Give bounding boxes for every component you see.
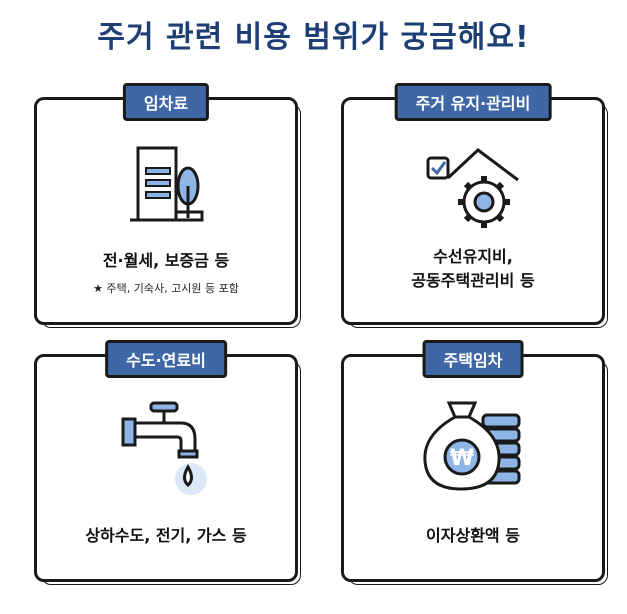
card-rent-sub: ★ 주택, 기숙사, 고시원 등 포함 — [93, 282, 239, 295]
card-rent-main: 전·월세, 보증금 등 — [102, 251, 230, 270]
card-maintenance-main-1: 수선유지비, — [433, 247, 513, 266]
money-bag-icon: ₩ — [423, 401, 521, 491]
svg-text:₩: ₩ — [450, 446, 474, 471]
building-tree-icon — [130, 146, 204, 222]
page-title: 주거 관련 비용 범위가 궁금해요! — [0, 12, 627, 56]
card-housing-loan-tag: 주택임차 — [422, 340, 524, 378]
card-rent-tag: 임차료 — [122, 83, 210, 121]
card-rent: 임차료 전·월세, 보증금 등 ★ 주택, 기숙사, 고시원 등 포함 — [34, 83, 301, 328]
card-utilities-main: 상하수도, 전기, 가스 등 — [85, 526, 247, 545]
title-highlight: 주거 관련 비용 범위 — [97, 20, 361, 55]
title-rest: 가 궁금해요! — [360, 20, 530, 55]
card-maintenance-tag: 주거 유지·관리비 — [394, 83, 552, 121]
card-housing-loan-main: 이자상환액 등 — [426, 526, 520, 545]
card-housing-loan: 주택임차 ₩ 이자상환액 등 — [341, 340, 608, 585]
card-utilities: 수도·연료비 상하수도, 전기, 가스 등 — [34, 340, 301, 585]
house-gear-icon — [426, 148, 519, 228]
water-faucet-icon — [121, 401, 207, 495]
card-utilities-tag: 수도·연료비 — [105, 340, 227, 378]
card-maintenance-main-2: 공동주택관리비 등 — [411, 271, 535, 290]
card-maintenance: 주거 유지·관리비 수선유지비, 공동주택관리비 등 — [341, 83, 608, 328]
